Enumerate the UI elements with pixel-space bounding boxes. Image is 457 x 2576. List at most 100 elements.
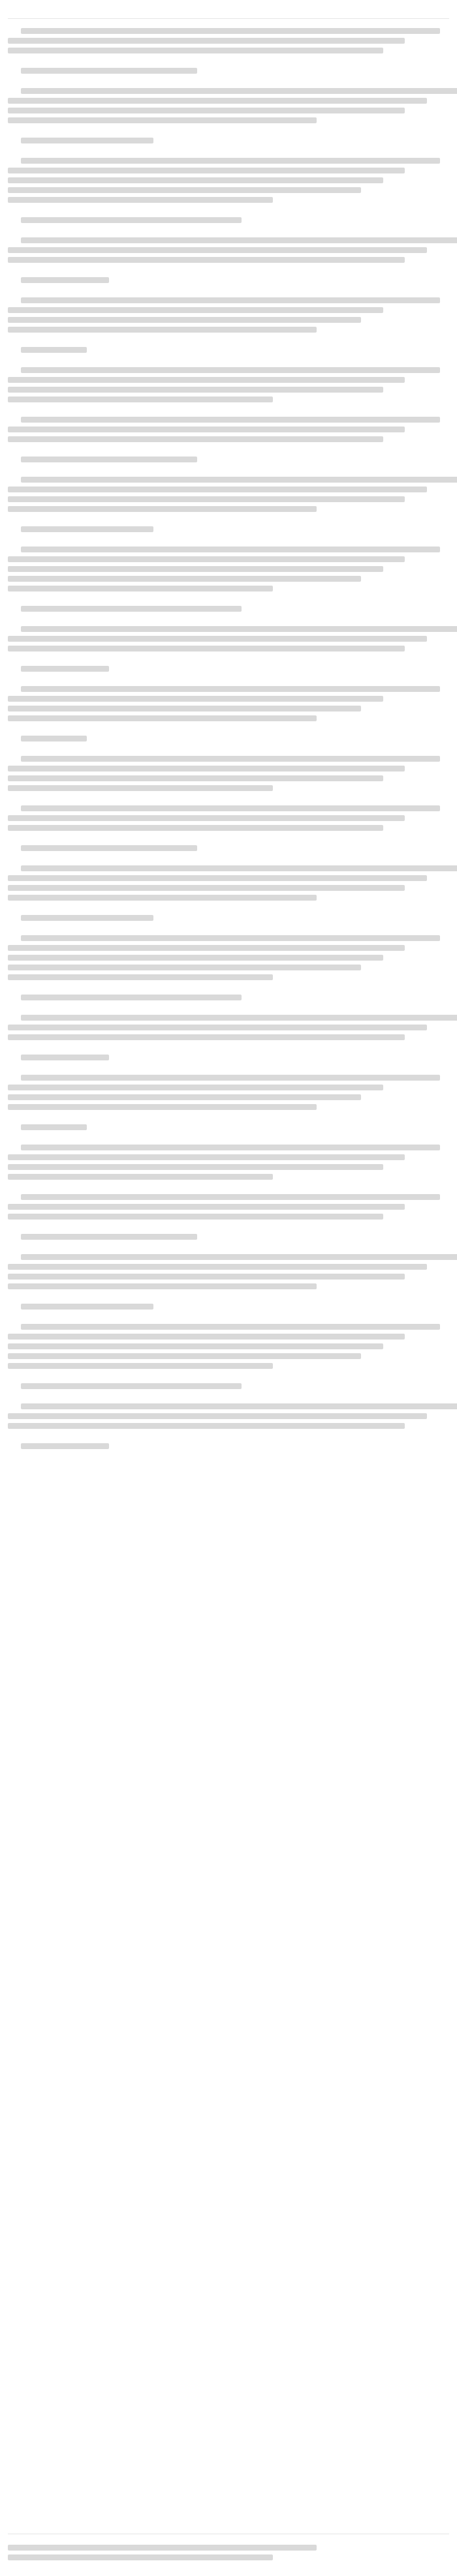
text-line — [21, 1383, 242, 1389]
paragraph — [8, 347, 449, 353]
paragraph — [8, 158, 449, 203]
text-line — [8, 1104, 317, 1110]
text-line — [21, 1145, 441, 1150]
text-line — [8, 706, 361, 711]
text-line — [21, 237, 457, 243]
text-line — [21, 1194, 441, 1200]
text-line — [8, 1353, 361, 1359]
paragraph — [8, 1075, 449, 1110]
text-line — [8, 1214, 383, 1220]
text-line — [8, 38, 405, 44]
text-line — [8, 247, 428, 253]
text-line — [8, 556, 405, 562]
text-line — [21, 1324, 441, 1330]
text-line — [8, 1094, 361, 1100]
text-line — [21, 68, 198, 74]
paragraph — [8, 1124, 449, 1130]
text-line — [8, 1264, 428, 1270]
text-line — [8, 566, 383, 572]
paragraph — [8, 1254, 457, 1289]
paragraph — [8, 1194, 449, 1220]
text-line — [8, 487, 428, 492]
text-line — [21, 626, 457, 632]
text-line — [8, 825, 383, 831]
text-line — [8, 257, 405, 263]
paragraph — [8, 547, 449, 592]
text-line — [8, 197, 273, 203]
text-line — [8, 187, 361, 193]
text-line — [21, 457, 198, 462]
text-line — [21, 805, 441, 811]
text-line — [8, 98, 428, 104]
text-line — [8, 586, 273, 592]
text-line — [8, 1034, 405, 1040]
text-line — [8, 506, 317, 512]
paragraph — [8, 457, 449, 462]
text-line — [21, 1124, 87, 1130]
text-line — [21, 88, 457, 94]
paragraph — [8, 28, 449, 53]
paragraph — [8, 1055, 449, 1060]
paragraph — [8, 736, 449, 741]
text-line — [21, 756, 441, 762]
footer — [8, 2534, 449, 2567]
paragraph — [8, 138, 449, 143]
paragraph — [8, 367, 449, 402]
text-line — [8, 1334, 405, 1340]
paragraph — [8, 1304, 449, 1310]
text-line — [8, 307, 383, 313]
text-line — [8, 1025, 428, 1030]
text-line — [8, 775, 383, 781]
paragraph — [8, 915, 449, 921]
text-line — [21, 477, 457, 483]
text-line — [8, 895, 317, 901]
text-line — [21, 606, 242, 612]
text-line — [8, 945, 405, 951]
text-line — [21, 935, 441, 941]
text-line — [8, 766, 405, 771]
top-banner — [8, 7, 449, 19]
text-line — [8, 168, 405, 173]
text-line — [8, 875, 428, 881]
text-line — [8, 1164, 383, 1170]
paragraph — [8, 217, 449, 223]
text-line — [8, 317, 361, 323]
text-line — [21, 367, 441, 373]
text-line — [8, 974, 273, 980]
paragraph — [8, 297, 449, 333]
text-line — [8, 965, 361, 970]
text-line — [8, 785, 273, 791]
text-line — [21, 547, 441, 552]
paragraph — [8, 1145, 449, 1180]
text-line — [8, 636, 428, 642]
text-line — [8, 1343, 383, 1349]
text-line — [8, 427, 405, 432]
text-line — [8, 1154, 405, 1160]
text-line — [21, 736, 87, 741]
text-line — [8, 955, 383, 961]
paragraph — [8, 935, 449, 980]
paragraph — [8, 68, 449, 74]
text-line — [21, 217, 242, 223]
text-line — [21, 347, 87, 353]
paragraph — [8, 995, 449, 1000]
text-line — [21, 1234, 198, 1240]
text-line — [8, 177, 383, 183]
text-line — [8, 1363, 273, 1369]
text-line — [8, 1413, 428, 1419]
text-line — [21, 138, 153, 143]
paragraph — [8, 686, 449, 721]
text-line — [8, 1085, 383, 1090]
text-line — [8, 715, 317, 721]
text-line — [8, 1174, 273, 1180]
text-line — [21, 686, 441, 692]
paragraph — [8, 526, 449, 532]
text-line — [8, 436, 383, 442]
text-line — [8, 1274, 405, 1280]
text-line — [8, 815, 405, 821]
paragraph — [8, 756, 449, 791]
paragraph — [8, 666, 449, 672]
text-line — [21, 666, 110, 672]
text-line — [21, 158, 441, 164]
